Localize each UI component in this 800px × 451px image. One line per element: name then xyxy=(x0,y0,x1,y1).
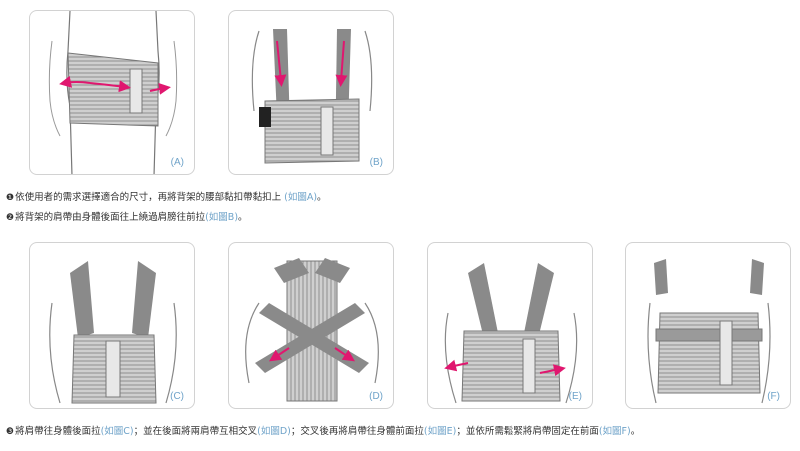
step-3-text-b: ；並在後面將兩肩帶互相交叉 xyxy=(133,426,258,437)
panel-label-e: (E) xyxy=(568,391,582,402)
panel-a: (A) xyxy=(29,10,195,175)
step-3-ref-c: (如圖C) xyxy=(100,426,134,437)
step-3-end: 。 xyxy=(630,426,641,437)
step-1-text: 依使用者的需求選擇適合的尺寸，再將背架的腰部黏扣帶黏扣上 xyxy=(15,192,285,203)
step-1-end: 。 xyxy=(317,192,327,203)
step-2-end: 。 xyxy=(238,212,248,223)
step-3-ref-e: (如圖E) xyxy=(423,426,457,437)
panel-label-c: (C) xyxy=(170,391,184,402)
panel-b: (B) xyxy=(228,10,394,175)
illustration-d xyxy=(245,258,379,402)
illustration-e xyxy=(444,263,578,404)
step-2-number: ❷ xyxy=(6,213,15,223)
panel-label-a: (A) xyxy=(170,157,184,168)
panel-c: (C) xyxy=(29,242,195,409)
step-3-text-c: ；交叉後再將肩帶往身體前面拉 xyxy=(290,426,424,437)
step-3-ref-d: (如圖D) xyxy=(257,426,291,437)
step-1-ref-a: (如圖A) xyxy=(284,192,318,203)
panel-label-d: (D) xyxy=(369,391,383,402)
step-3-ref-f: (如圖F) xyxy=(598,426,631,437)
panel-label-b: (B) xyxy=(369,157,383,168)
step-3-text-d: ；並依所需鬆緊將肩帶固定在前面 xyxy=(456,426,599,437)
step-3: ❸將肩帶往身體後面拉(如圖C)；並在後面將兩肩帶互相交叉(如圖D)；交叉後再將肩… xyxy=(6,426,640,438)
step-2: ❷將背架的肩帶由身體後面往上繞過肩膀往前拉(如圖B)。 xyxy=(6,212,248,224)
panel-d: (D) xyxy=(228,242,394,409)
illustration-b xyxy=(251,29,373,164)
step-3-text-a: 將肩帶往身體後面拉 xyxy=(15,426,101,437)
illustration-f xyxy=(647,259,771,404)
illustration-a xyxy=(48,11,178,174)
step-1: ❶依使用者的需求選擇適合的尺寸，再將背架的腰部黏扣帶黏扣上 (如圖A)。 xyxy=(6,192,327,204)
illustration-c xyxy=(49,261,177,404)
step-2-ref-b: (如圖B) xyxy=(205,212,239,223)
step-3-number: ❸ xyxy=(6,427,15,437)
panel-label-f: (F) xyxy=(767,391,780,402)
step-1-number: ❶ xyxy=(6,193,15,203)
step-2-text: 將背架的肩帶由身體後面往上繞過肩膀往前拉 xyxy=(15,212,206,223)
panel-e: (E) xyxy=(427,242,593,409)
panel-f: (F) xyxy=(625,242,791,409)
